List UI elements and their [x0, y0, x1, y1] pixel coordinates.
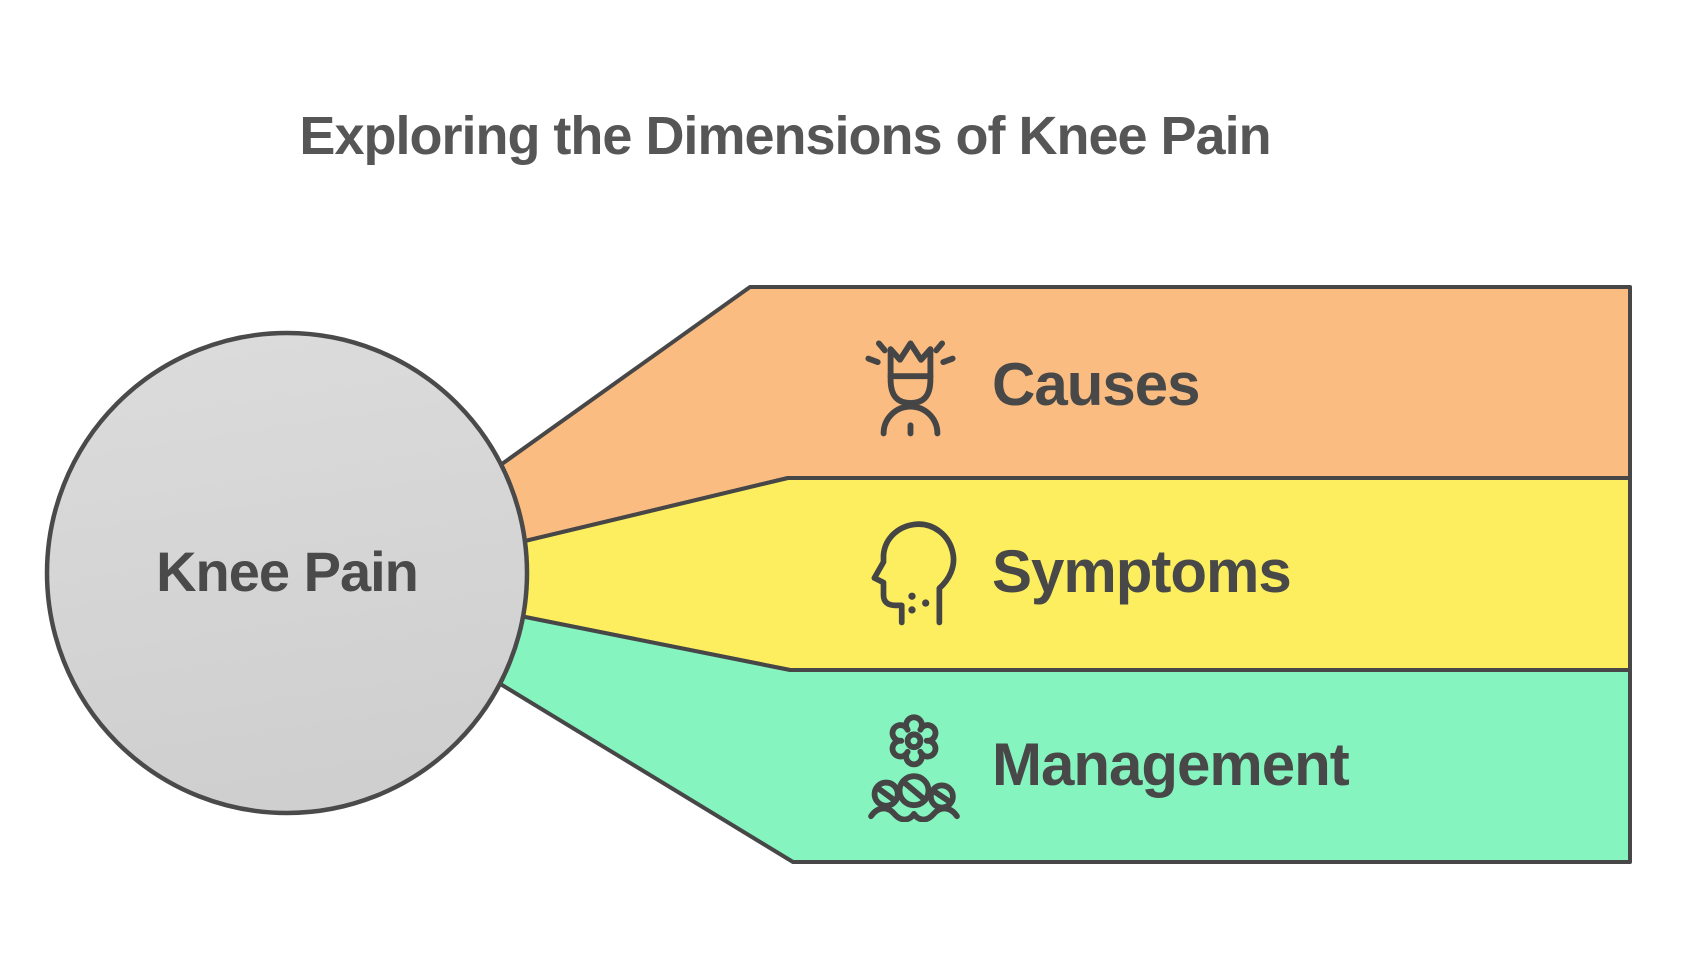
crowned-person-icon: [865, 340, 956, 437]
center-node-circle: [44, 330, 530, 816]
management-label: Management: [992, 731, 1350, 798]
symptoms-label: Symptoms: [992, 538, 1292, 605]
gear-and-pills-icon: [868, 714, 960, 822]
head-profile-icon: [871, 521, 957, 626]
center-node-label: Knee Pain: [156, 540, 419, 603]
causes-label: Causes: [992, 351, 1200, 418]
page-title: Exploring the Dimensions of Knee Pain: [299, 106, 1271, 166]
